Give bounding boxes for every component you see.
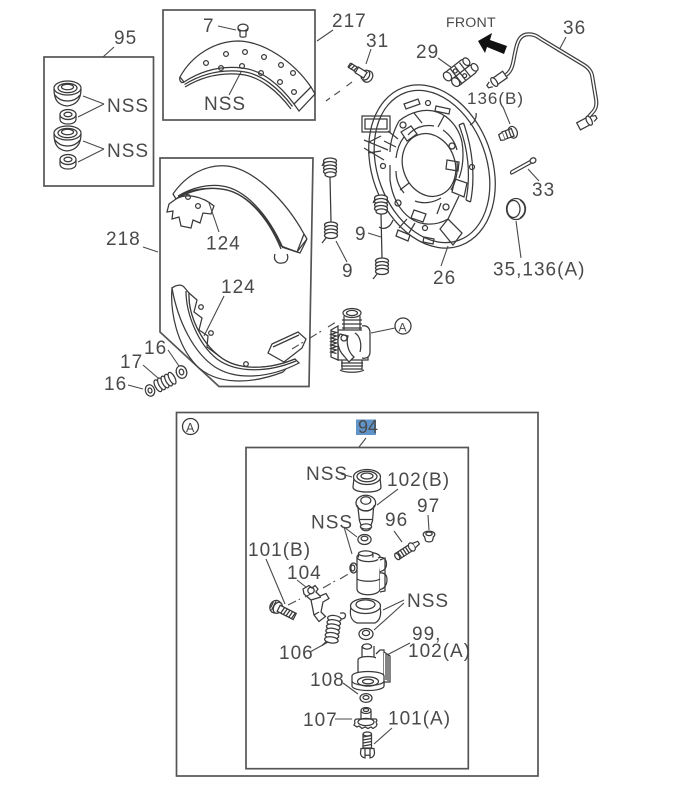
svg-text:29: 29	[416, 42, 439, 63]
svg-text:NSS: NSS	[204, 94, 246, 115]
svg-text:108: 108	[310, 670, 345, 691]
svg-text:26: 26	[433, 268, 456, 289]
svg-text:NSS: NSS	[306, 464, 348, 485]
svg-text:101(A): 101(A)	[388, 709, 451, 730]
svg-text:35,136(A): 35,136(A)	[493, 260, 585, 281]
svg-text:107: 107	[303, 710, 338, 731]
svg-text:96: 96	[385, 510, 408, 531]
svg-text:NSS: NSS	[311, 513, 353, 534]
svg-text:36: 36	[563, 18, 586, 39]
svg-text:A: A	[399, 321, 407, 335]
svg-text:9: 9	[355, 224, 367, 245]
svg-text:124: 124	[206, 234, 241, 255]
svg-text:102(B): 102(B)	[387, 470, 450, 491]
svg-text:102(A): 102(A)	[408, 641, 471, 662]
svg-text:NSS: NSS	[107, 141, 149, 162]
svg-text:94: 94	[358, 417, 378, 437]
svg-text:99,: 99,	[412, 624, 441, 645]
svg-text:17: 17	[120, 352, 143, 373]
svg-text:217: 217	[332, 11, 367, 32]
svg-text:101(B): 101(B)	[248, 540, 311, 561]
svg-text:218: 218	[106, 229, 141, 250]
svg-text:NSS: NSS	[107, 96, 149, 117]
svg-text:106: 106	[279, 643, 314, 664]
svg-text:136(B): 136(B)	[467, 89, 524, 108]
svg-text:A: A	[186, 421, 195, 435]
svg-text:95: 95	[114, 28, 137, 49]
svg-text:16: 16	[144, 338, 167, 359]
svg-text:9: 9	[342, 261, 354, 282]
svg-text:31: 31	[366, 31, 389, 52]
svg-text:33: 33	[532, 180, 555, 201]
svg-text:97: 97	[417, 496, 440, 517]
svg-text:7: 7	[203, 16, 215, 37]
svg-text:104: 104	[287, 563, 322, 584]
svg-text:FRONT: FRONT	[446, 15, 496, 31]
svg-text:NSS: NSS	[407, 591, 449, 612]
svg-text:124: 124	[221, 277, 256, 298]
svg-text:16: 16	[104, 374, 127, 395]
